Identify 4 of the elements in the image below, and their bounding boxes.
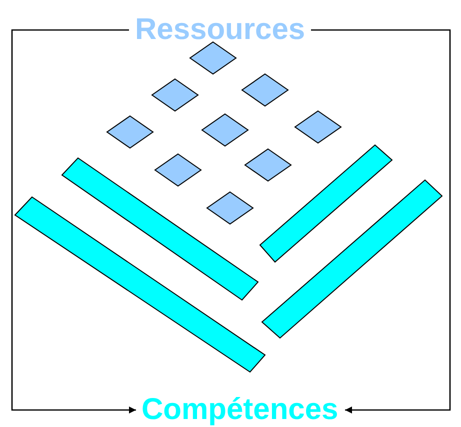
heading-text: Compétences	[140, 393, 340, 427]
heading-text: Ressources	[133, 13, 308, 47]
arrow	[311, 29, 451, 414]
arrow	[11, 29, 136, 414]
